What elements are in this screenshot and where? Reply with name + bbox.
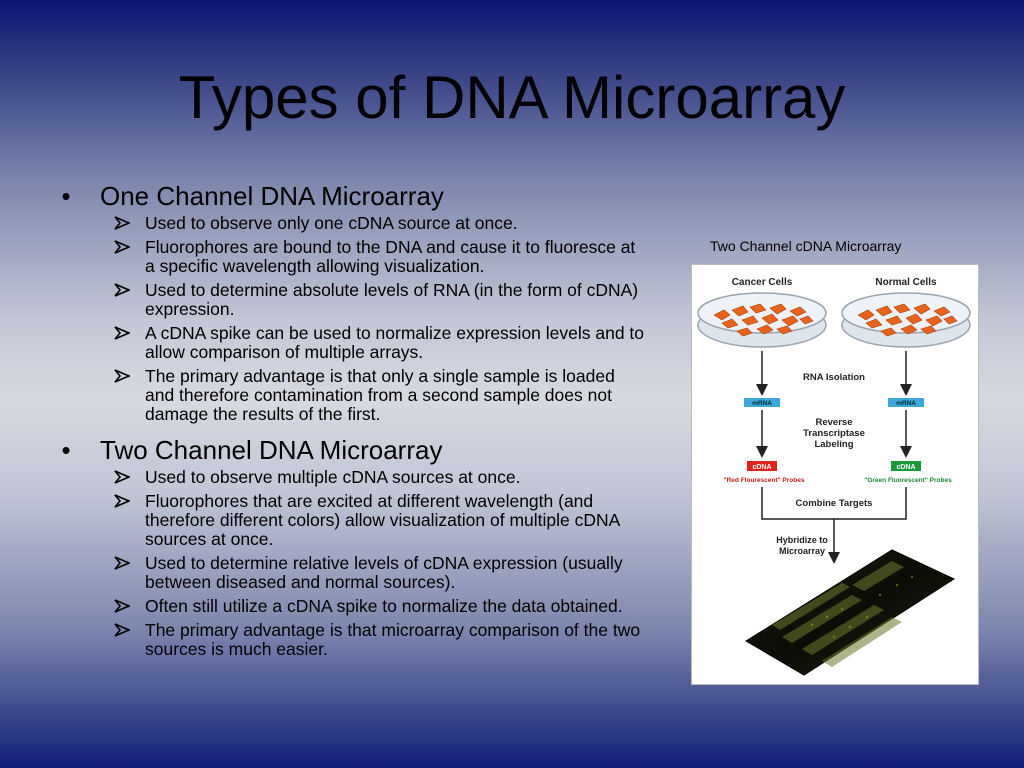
list-item-text: The primary advantage is that only a sin… (145, 366, 615, 424)
microarray-diagram: Cancer Cells Normal Cells (691, 264, 979, 685)
section-heading-text: One Channel DNA Microarray (100, 181, 444, 211)
bullet-dot: • (61, 181, 71, 211)
cdna-box-green (891, 461, 921, 471)
list-item-text: Used to observe only one cDNA source at … (145, 213, 518, 233)
transcriptase-label: Transcriptase (803, 428, 865, 439)
arrowhead-bullet-icon (114, 369, 130, 383)
bullet-dot: • (61, 435, 71, 465)
labeling-label: Labeling (814, 439, 853, 450)
section-one-channel: • One Channel DNA Microarray Used to obs… (56, 180, 656, 429)
list-item: A cDNA spike can be used to normalize ex… (56, 324, 645, 362)
red-probes-label: "Red Flourescent" Probes (724, 477, 805, 484)
sub-bullet-list: Used to observe only one cDNA source at … (56, 214, 656, 424)
hybridize-label: Hybridize to (776, 535, 828, 545)
microarray-label: Microarray (779, 546, 825, 556)
slide-title: Types of DNA Microarray (178, 64, 846, 131)
list-item: Fluorophores that are excited at differe… (56, 492, 645, 549)
figure-caption: Two Channel cDNA Microarray (710, 238, 902, 254)
mrna-box-right (888, 398, 924, 407)
arrowhead-bullet-icon (114, 326, 130, 340)
mrna-right-label: mRNA (896, 400, 916, 407)
arrowhead-bullet-icon (114, 283, 130, 297)
list-item: The primary advantage is that only a sin… (56, 367, 645, 424)
arrowhead-bullet-icon (114, 494, 130, 508)
rna-isolation-label: RNA Isolation (803, 372, 865, 383)
normal-cells-label: Normal Cells (875, 277, 937, 288)
arrowhead-bullet-icon (114, 216, 130, 230)
list-item: Often still utilize a cDNA spike to norm… (56, 597, 645, 616)
arrowhead-bullet-icon (114, 623, 130, 637)
list-item: The primary advantage is that microarray… (56, 621, 645, 659)
list-item-text: Fluorophores are bound to the DNA and ca… (145, 237, 636, 276)
arrowhead-bullet-icon (114, 556, 130, 570)
list-item: Used to determine relative levels of cDN… (56, 554, 645, 592)
list-item: Used to observe only one cDNA source at … (56, 214, 645, 233)
list-item-text: The primary advantage is that microarray… (145, 620, 641, 659)
combine-targets-label: Combine Targets (796, 498, 873, 509)
section-heading: • Two Channel DNA Microarray (56, 434, 656, 466)
list-item: Used to determine absolute levels of RNA… (56, 281, 645, 319)
cdna-box-red (747, 461, 777, 471)
list-item: Used to observe multiple cDNA sources at… (56, 468, 645, 487)
arrowhead-bullet-icon (114, 599, 130, 613)
cdna-left-label: cDNA (752, 464, 771, 471)
list-item-text: A cDNA spike can be used to normalize ex… (145, 323, 645, 362)
list-item-text: Often still utilize a cDNA spike to norm… (145, 596, 623, 616)
cdna-right-label: cDNA (896, 464, 915, 471)
normal-cells-dish-icon (841, 292, 971, 348)
microarray-chip-icon (745, 549, 956, 676)
arrowhead-bullet-icon (114, 470, 130, 484)
arrowhead-bullet-icon (114, 240, 130, 254)
cancer-cells-dish-icon (697, 292, 827, 348)
green-probes-label: "Green Fluorescent" Probes (864, 477, 952, 484)
list-item: Fluorophores are bound to the DNA and ca… (56, 238, 645, 276)
mrna-left-label: mRNA (752, 400, 772, 407)
section-two-channel: • Two Channel DNA Microarray Used to obs… (56, 434, 656, 664)
microarray-diagram-svg: Cancer Cells Normal Cells (697, 277, 971, 676)
list-item-text: Used to observe multiple cDNA sources at… (145, 467, 521, 487)
cancer-cells-label: Cancer Cells (732, 277, 793, 288)
sub-bullet-list: Used to observe multiple cDNA sources at… (56, 468, 656, 659)
section-heading-text: Two Channel DNA Microarray (100, 435, 443, 465)
mrna-box-left (744, 398, 780, 407)
list-item-text: Used to determine relative levels of cDN… (145, 553, 623, 592)
list-item-text: Used to determine absolute levels of RNA… (145, 280, 639, 319)
list-item-text: Fluorophores that are excited at differe… (145, 491, 620, 549)
reverse-label: Reverse (816, 417, 853, 428)
section-heading: • One Channel DNA Microarray (56, 180, 656, 212)
